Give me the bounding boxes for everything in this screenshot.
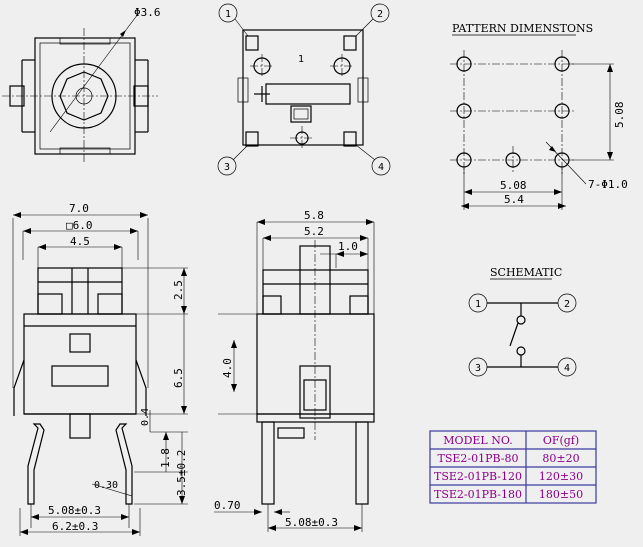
side-view: 5.8 5.2 1.0 4.0 0.70 <box>214 209 375 532</box>
table-header-model: MODEL NO. <box>443 434 512 447</box>
model-table: MODEL NO. OF(gf) TSE2-01PB-80 80±20 TSE2… <box>429 430 597 504</box>
pattern-width1-label: 5.08 <box>500 179 527 192</box>
table-cell-force-2: 120±30 <box>539 470 583 483</box>
schematic-pin1: 1 <box>475 299 481 310</box>
schematic: SCHEMATIC 1 2 3 4 <box>468 266 577 377</box>
pin1-callout: 1 <box>225 9 231 20</box>
front-width2-label: □6.0 <box>66 219 93 232</box>
pattern-title: PATTERN DIMENSTONS <box>452 22 593 35</box>
schematic-pin2: 2 <box>564 299 570 310</box>
front-view: 7.0 □6.0 4.5 2.5 <box>12 202 188 536</box>
front-height4-label: 1.8 <box>159 448 172 468</box>
button-diameter-label: Φ3.6 <box>134 6 161 19</box>
front-width1-label: 7.0 <box>69 202 89 215</box>
side-width1-label: 5.8 <box>304 209 324 222</box>
pattern-holes <box>450 50 576 174</box>
table-cell-force-1: 80±20 <box>542 452 579 465</box>
front-height2-label: 6.5 <box>172 368 185 388</box>
table-cell-model-2: TSE2-01PB-120 <box>434 470 522 483</box>
front-height1-label: 2.5 <box>172 280 185 300</box>
pin4-callout: 4 <box>378 162 384 173</box>
schematic-title: SCHEMATIC <box>490 266 562 279</box>
front-height3-label: 0.4 <box>140 408 151 426</box>
side-width3-label: 1.0 <box>338 240 358 253</box>
pin3-callout: 3 <box>224 162 230 173</box>
front-height5-label: 3.5±0.2 <box>175 450 188 496</box>
table-cell-model-1: TSE2-01PB-80 <box>437 452 518 465</box>
front-bottom2-label: 6.2±0.3 <box>52 520 98 533</box>
pattern-dimensions: PATTERN DIMENSTONS 5.08 5.08 <box>450 22 628 210</box>
pin2-callout: 2 <box>377 9 383 20</box>
pattern-height-label: 5.08 <box>613 102 626 129</box>
front-bottom1-label: 5.08±0.3 <box>48 504 101 517</box>
side-width2-label: 5.2 <box>304 225 324 238</box>
front-radius-label: 0.30 <box>94 480 118 491</box>
schematic-pin3: 3 <box>475 363 481 374</box>
pattern-hole-label: 7-Φ1.0 <box>588 178 628 191</box>
table-cell-force-3: 180±50 <box>539 488 583 501</box>
schematic-pin4: 4 <box>564 363 570 374</box>
side-pin-label: 0.70 <box>214 499 241 512</box>
pattern-width2-label: 5.4 <box>504 193 524 206</box>
bottom-view: 1 1 2 3 4 <box>217 3 391 176</box>
side-bottom-label: 5.08±0.3 <box>285 516 338 529</box>
center-mark-label: 1 <box>298 54 304 65</box>
side-height-label: 4.0 <box>221 358 234 378</box>
front-width3-label: 4.5 <box>70 235 90 248</box>
table-cell-model-3: TSE2-01PB-180 <box>434 488 522 501</box>
top-view: Φ3.6 <box>2 6 161 162</box>
table-header-force: OF(gf) <box>543 434 579 447</box>
